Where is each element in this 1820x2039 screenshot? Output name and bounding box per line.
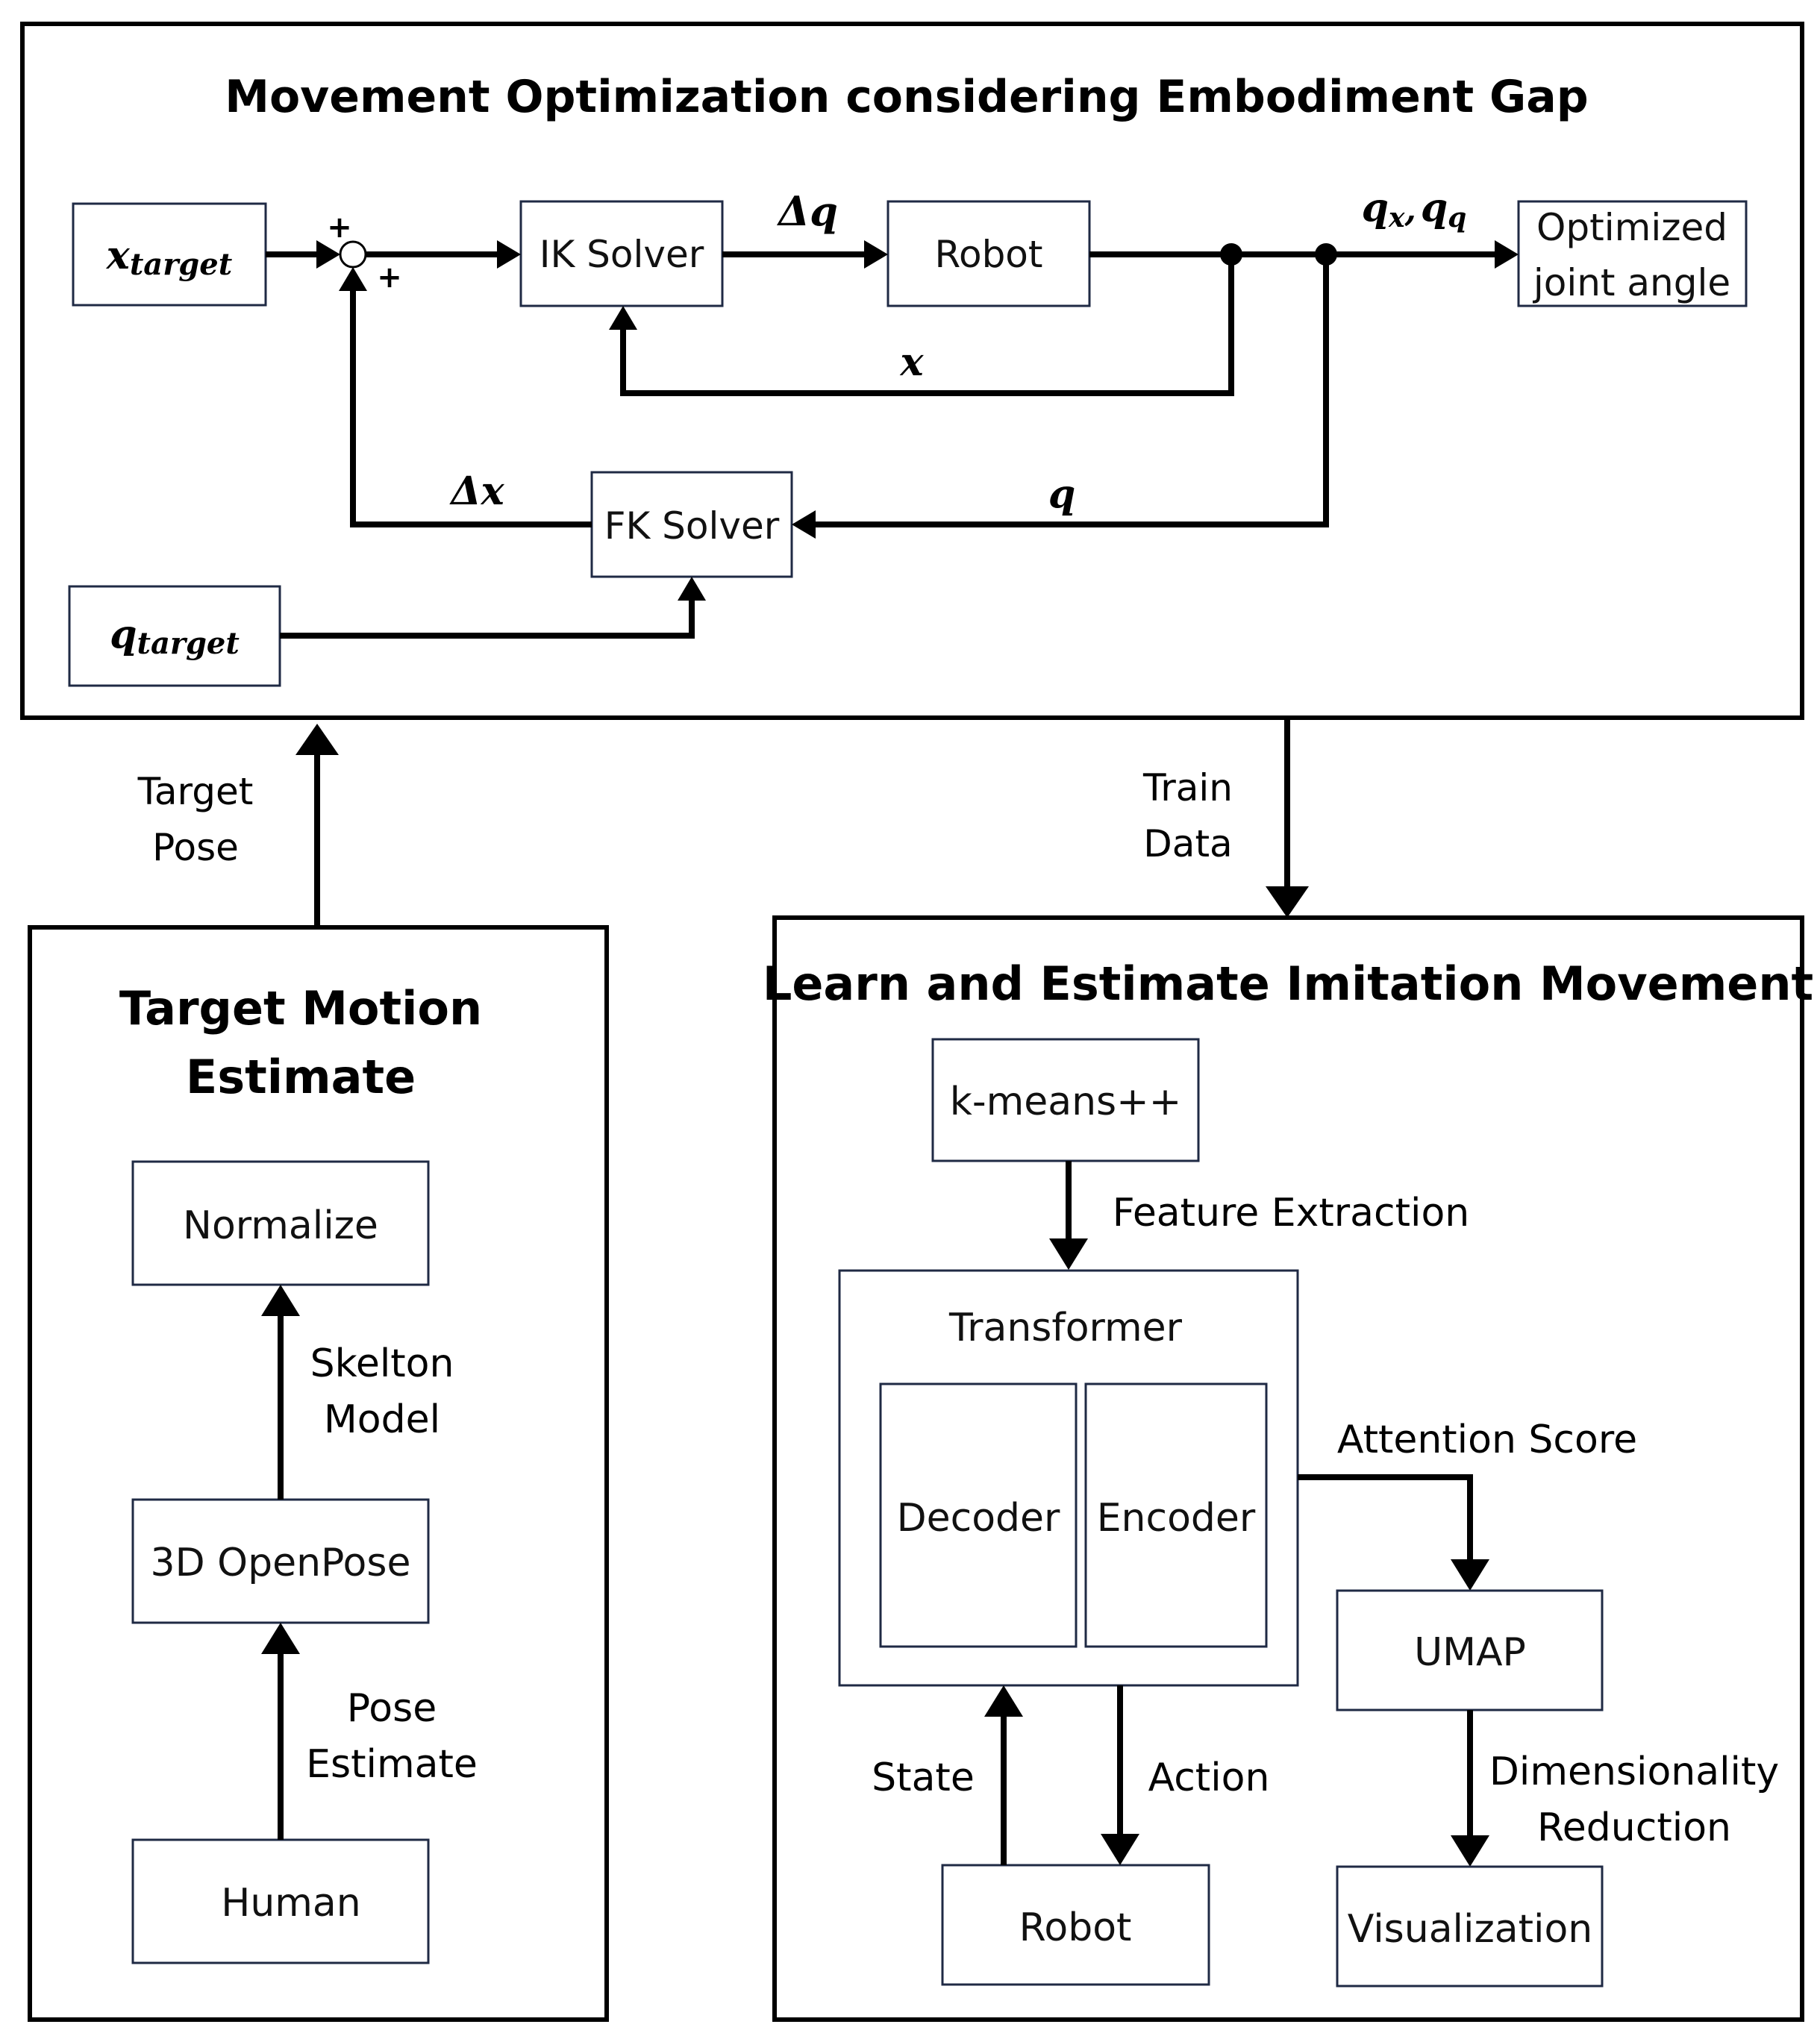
optimization-panel	[20, 22, 1804, 720]
pose-estimate-line1: Pose	[347, 1686, 437, 1731]
target-motion-title-line2: Estimate	[186, 1050, 416, 1104]
wire-x-feedback	[620, 254, 1234, 396]
arrowhead-into-sum-bottom	[339, 267, 367, 291]
train-data-line2: Data	[1143, 822, 1232, 865]
normalize-block	[131, 1160, 430, 1286]
plus-sign-top: +	[327, 210, 352, 245]
arrowhead-state	[984, 1685, 1023, 1717]
arrowhead-action	[1101, 1834, 1139, 1865]
optimized-label-line1: Optimized	[1536, 206, 1727, 249]
x-feedback-label: x	[899, 339, 924, 385]
umap-block	[1336, 1589, 1604, 1711]
transformer-label: Transformer	[948, 1306, 1183, 1350]
arrowhead-into-openpose	[261, 1623, 300, 1654]
human-label: Human	[221, 1881, 361, 1926]
normalize-label: Normalize	[183, 1203, 378, 1248]
target-motion-title-line1: Target Motion	[119, 981, 482, 1036]
feature-extraction-label: Feature Extraction	[1113, 1191, 1470, 1235]
openpose-label: 3D OpenPose	[151, 1541, 411, 1585]
target-pose-line2: Pose	[152, 826, 239, 869]
arrowhead-train-data	[1266, 886, 1309, 918]
q-target-label: qtarget	[110, 612, 240, 661]
delta-q-label: Δq	[776, 187, 838, 235]
action-label: Action	[1148, 1755, 1270, 1800]
robot-block-top	[886, 200, 1091, 307]
attention-score-label: Attention Score	[1337, 1418, 1637, 1462]
encoder-label: Encoder	[1097, 1496, 1256, 1541]
visualization-label: Visualization	[1348, 1907, 1592, 1952]
ik-solver-block	[519, 200, 724, 307]
arrow-transformer-to-umap	[1298, 1474, 1473, 1561]
wire-qtarget-to-fk	[280, 599, 695, 639]
arrowhead-qtarget-into-fk	[678, 577, 706, 601]
arrowhead-q-into-fk	[792, 510, 816, 539]
pose-estimate-line2: Estimate	[306, 1742, 478, 1787]
dimensionality-line2: Reduction	[1537, 1805, 1731, 1850]
arrowhead-into-output	[1495, 240, 1519, 269]
arrowhead-into-sum	[316, 240, 340, 269]
umap-label: UMAP	[1414, 1630, 1526, 1675]
kmeans-label: k-means++	[950, 1080, 1182, 1124]
q-feedback-label: q	[1048, 472, 1075, 517]
arrowhead-into-robot	[864, 240, 888, 269]
plus-sign-bottom: +	[377, 260, 402, 295]
visualization-block	[1336, 1865, 1604, 1988]
x-target-label: xtarget	[106, 233, 233, 282]
train-data-line1: Train	[1142, 766, 1233, 809]
skelton-line1: Skelton	[310, 1341, 454, 1386]
ik-solver-label: IK Solver	[540, 233, 704, 276]
learn-panel	[772, 915, 1804, 2022]
target-motion-panel	[28, 925, 609, 2022]
dimensionality-line1: Dimensionality	[1489, 1750, 1779, 1794]
robot-label-bottom: Robot	[1019, 1905, 1132, 1950]
delta-x-label: Δx	[448, 469, 504, 514]
decoder-block	[879, 1382, 1078, 1648]
arrowhead-into-umap	[1451, 1559, 1489, 1591]
optimization-panel-title: Movement Optimization considering Embodi…	[225, 71, 1589, 123]
arrowhead-into-visualization	[1451, 1835, 1489, 1867]
arrowhead-target-pose	[295, 724, 339, 755]
human-block	[131, 1838, 430, 1964]
decoder-label: Decoder	[897, 1496, 1060, 1541]
state-label: State	[872, 1755, 975, 1800]
learn-panel-title: Learn and Estimate Imitation Movement	[763, 956, 1813, 1011]
arrowhead-into-ik	[497, 240, 521, 269]
robot-label-top: Robot	[934, 233, 1042, 276]
encoder-block	[1084, 1382, 1268, 1648]
arrowhead-into-transformer	[1049, 1238, 1088, 1270]
wire-q-feedback	[814, 254, 1329, 527]
qx-qq-label: qx,qq	[1362, 185, 1467, 234]
x-target-block	[72, 202, 267, 307]
wire-fk-to-sum	[350, 289, 592, 527]
target-pose-line1: Target	[137, 770, 254, 813]
openpose-block	[131, 1498, 430, 1624]
optimized-joint-angle-block	[1517, 200, 1748, 307]
arrowhead-into-normalize	[261, 1285, 300, 1316]
arrowhead-x-into-ik	[609, 306, 637, 330]
summing-junction	[339, 240, 367, 269]
skelton-line2: Model	[324, 1397, 440, 1442]
optimized-label-line2: joint angle	[1533, 261, 1730, 304]
robot-block-bottom	[941, 1864, 1210, 1986]
fk-solver-label: FK Solver	[604, 504, 780, 548]
